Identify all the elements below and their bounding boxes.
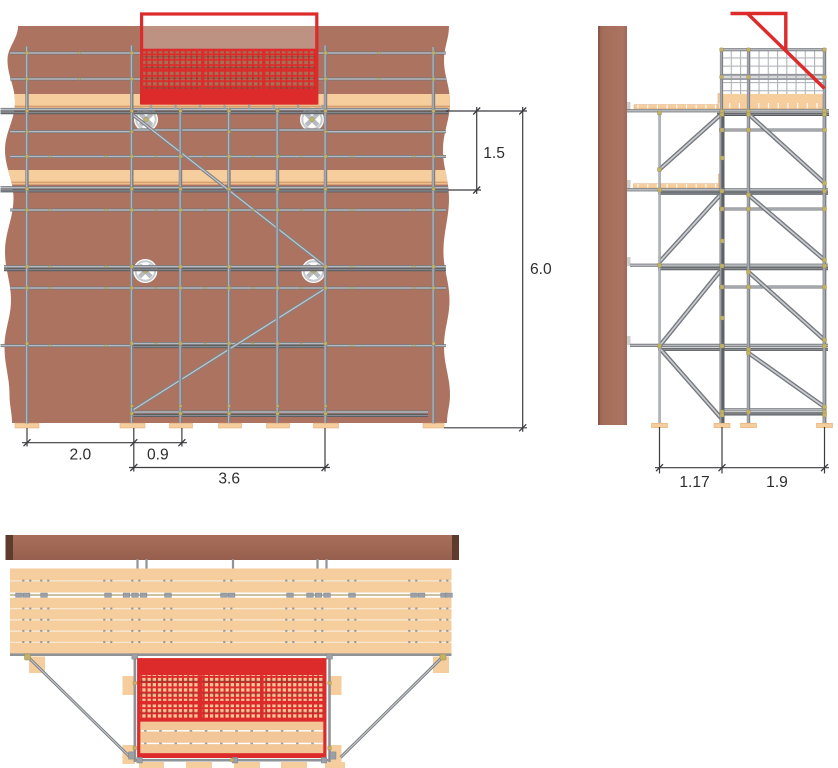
svg-text:2.0: 2.0 [70,446,92,463]
svg-text:6.0: 6.0 [530,261,552,278]
svg-text:0.9: 0.9 [147,446,169,463]
svg-text:1.5: 1.5 [483,145,505,162]
svg-text:1.17: 1.17 [679,474,709,491]
svg-text:1.9: 1.9 [766,474,788,491]
svg-text:3.6: 3.6 [218,471,240,488]
